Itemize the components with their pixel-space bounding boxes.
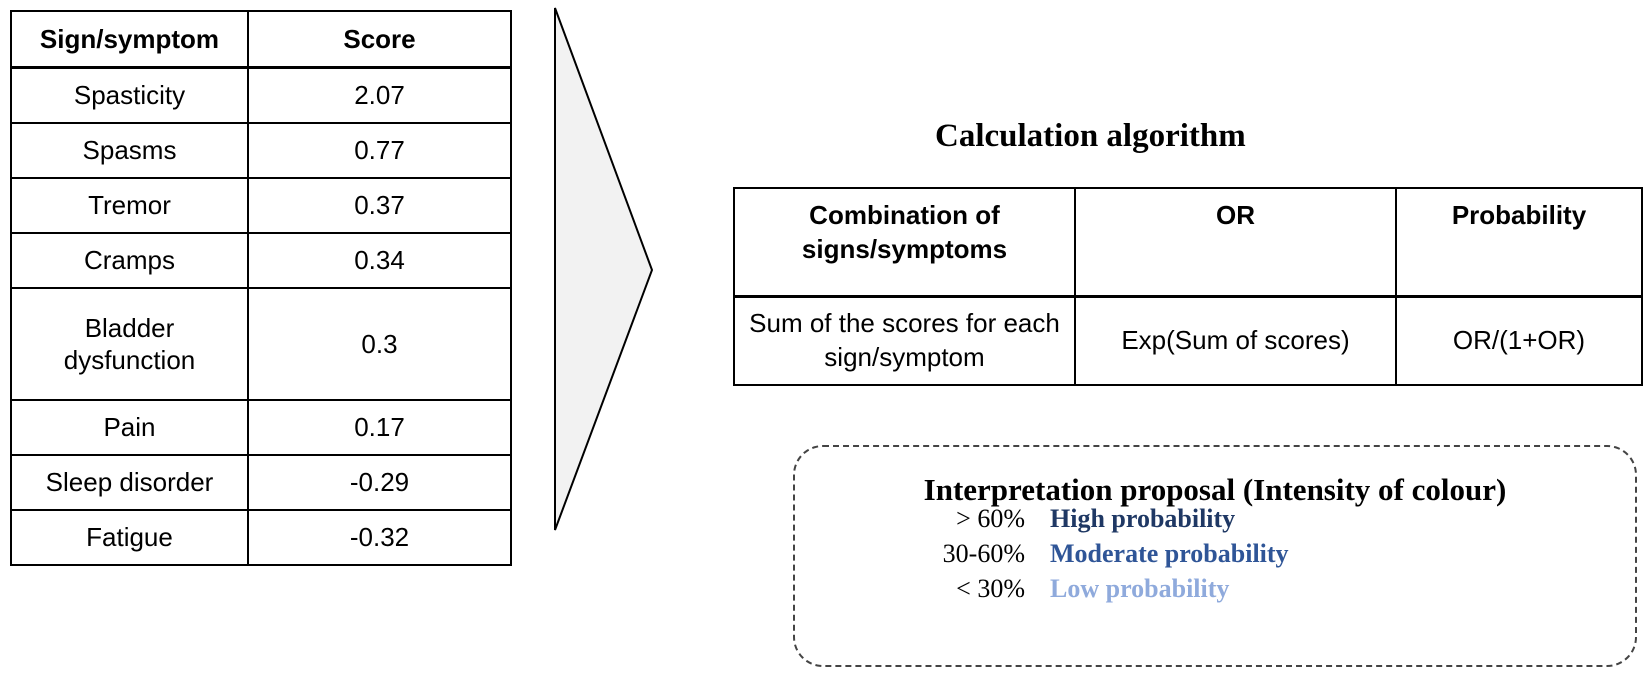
score-cell: 0.34 <box>247 232 512 289</box>
sign-cell: Cramps <box>10 232 249 289</box>
flow-arrow <box>554 7 654 531</box>
score-cell: 0.17 <box>247 399 512 456</box>
column-header-sign: Sign/symptom <box>10 10 249 69</box>
table-row: Spasms 0.77 <box>10 122 512 179</box>
or-cell: Exp(Sum of scores) <box>1074 295 1397 386</box>
column-header-probability: Probability <box>1395 187 1643 298</box>
combination-cell: Sum of the scores for each sign/symptom <box>733 295 1076 386</box>
column-header-combination: Combination of signs/symptoms <box>733 187 1076 298</box>
table-row: Bladder dysfunction 0.3 <box>10 287 512 401</box>
column-header-or: OR <box>1074 187 1397 298</box>
sign-cell: Tremor <box>10 177 249 234</box>
sign-cell: Fatigue <box>10 509 249 566</box>
sign-cell: Pain <box>10 399 249 456</box>
table-row: Sleep disorder -0.29 <box>10 454 512 511</box>
score-cell: 0.3 <box>247 287 512 401</box>
score-table-header-row: Sign/symptom Score <box>10 10 512 69</box>
score-cell: 0.37 <box>247 177 512 234</box>
arrow-shape <box>554 7 654 531</box>
sign-cell: Spasticity <box>10 66 249 124</box>
score-cell: 2.07 <box>247 66 512 124</box>
score-table: Sign/symptom Score Spasticity 2.07 Spasm… <box>10 10 512 566</box>
range-label: < 30% <box>956 574 1025 603</box>
calculation-title: Calculation algorithm <box>935 118 1246 154</box>
probability-cell: OR/(1+OR) <box>1395 295 1643 386</box>
calculation-header-row: Combination of signs/symptoms OR Probabi… <box>733 187 1643 298</box>
probability-label-low: Low probability <box>1050 574 1230 603</box>
interpretation-row-low: < 30% Low probability <box>795 574 1635 610</box>
probability-label-high: High probability <box>1050 504 1236 533</box>
calculation-table: Combination of signs/symptoms OR Probabi… <box>733 187 1643 386</box>
sign-cell: Spasms <box>10 122 249 179</box>
table-row: Cramps 0.34 <box>10 232 512 289</box>
table-row: Fatigue -0.32 <box>10 509 512 566</box>
interpretation-row-high: > 60% High probability <box>795 504 1635 540</box>
sign-cell: Bladder dysfunction <box>10 287 249 401</box>
range-label: > 60% <box>956 504 1025 533</box>
range-label: 30-60% <box>942 539 1025 568</box>
table-row: Tremor 0.37 <box>10 177 512 234</box>
table-row: Pain 0.17 <box>10 399 512 456</box>
table-row: Spasticity 2.07 <box>10 66 512 124</box>
interpretation-row-moderate: 30-60% Moderate probability <box>795 539 1635 575</box>
column-header-score: Score <box>247 10 512 69</box>
score-cell: 0.77 <box>247 122 512 179</box>
interpretation-box: Interpretation proposal (Intensity of co… <box>793 445 1637 667</box>
interpretation-title: Interpretation proposal (Intensity of co… <box>923 472 1507 507</box>
table-row: Sum of the scores for each sign/symptom … <box>733 295 1643 386</box>
score-cell: -0.29 <box>247 454 512 511</box>
score-cell: -0.32 <box>247 509 512 566</box>
sign-cell: Sleep disorder <box>10 454 249 511</box>
probability-label-moderate: Moderate probability <box>1050 539 1289 568</box>
